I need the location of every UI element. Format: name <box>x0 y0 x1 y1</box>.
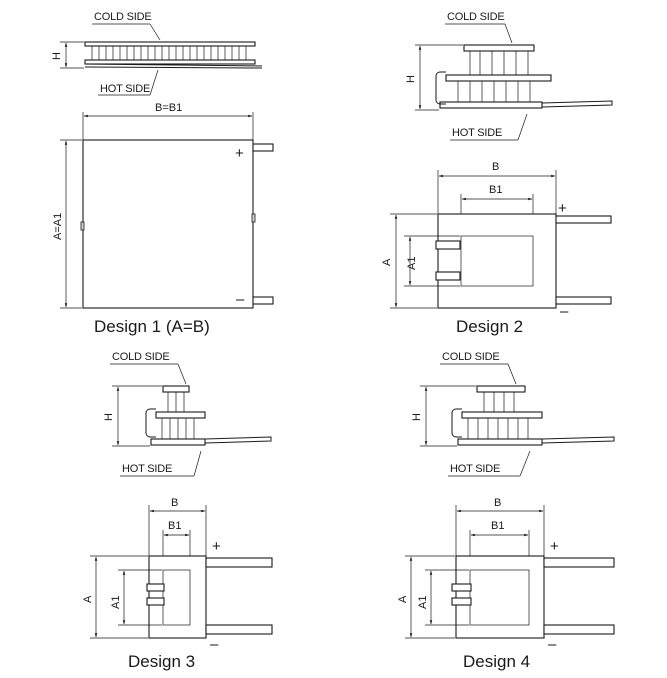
design4-h-label: H <box>411 413 423 421</box>
design3-hot-side-label: HOT SIDE <box>122 463 172 475</box>
design1-b-eq-b1-label: B=B1 <box>155 102 182 114</box>
design2-plus-sign: + <box>558 200 567 217</box>
design2-side-view: COLD SIDE H HOT SIDE <box>405 11 613 141</box>
design2-h-label: H <box>405 75 417 83</box>
design1-caption: Design 1 (A=B) <box>94 317 210 336</box>
design4-b-label: B <box>494 497 501 509</box>
design2-b-label: B <box>492 161 499 173</box>
design4-top-view: B B1 + – A A1 Design 4 <box>397 497 615 671</box>
design4-plus-sign: + <box>550 538 559 555</box>
design2-inner-plate <box>460 235 534 287</box>
design1-h-label: H <box>51 52 63 60</box>
design4-a1-label: A1 <box>417 596 429 609</box>
design3-h-label: H <box>103 413 115 421</box>
design3-b-label: B <box>171 497 178 509</box>
design3-cold-side-label: COLD SIDE <box>112 351 170 363</box>
design4-b1-label: B1 <box>491 520 504 532</box>
design2-outer-plate <box>437 213 557 309</box>
design4-caption: Design 4 <box>463 652 530 671</box>
design2-a-label: A <box>381 258 393 266</box>
design3-plus-sign: + <box>212 538 221 555</box>
design1-elements <box>91 46 247 60</box>
design4-cold-side-label: COLD SIDE <box>442 351 500 363</box>
design3-top-view: B B1 + – A A1 Design 3 <box>82 497 273 671</box>
design3-minus-sign: – <box>210 636 219 653</box>
design4-minus-sign: – <box>548 636 557 653</box>
design1-a-eq-a1-label: A=A1 <box>52 213 64 240</box>
design2-minus-sign: – <box>560 303 569 320</box>
design3-side-view: COLD SIDE H HOT SIDE <box>103 351 272 477</box>
design2-cold-side-label: COLD SIDE <box>447 11 505 23</box>
design2-top-view: B B1 + – A A1 Design 2 <box>381 161 612 336</box>
design1-top-view: B=B1 + – A=A1 Design 1 (A=B) <box>52 102 274 336</box>
design2-a1-label: A1 <box>406 257 418 270</box>
design1-module-body <box>82 139 254 309</box>
design3-a-label: A <box>82 595 94 603</box>
design1-hot-side-label: HOT SIDE <box>100 83 150 95</box>
design3-b1-label: B1 <box>168 520 181 532</box>
design3-a1-label: A1 <box>110 596 122 609</box>
design2-hot-side-label: HOT SIDE <box>452 127 502 139</box>
design3-outer-plate <box>148 555 207 639</box>
design1-side-view: COLD SIDE H HOT SIDE <box>51 11 263 96</box>
design1-minus-sign: – <box>236 291 245 308</box>
design1-cold-side-label: COLD SIDE <box>94 11 152 23</box>
design4-side-view: COLD SIDE H HOT SIDE <box>411 351 615 477</box>
design4-hot-side-label: HOT SIDE <box>450 463 500 475</box>
design2-b1-label: B1 <box>489 184 502 196</box>
design2-caption: Design 2 <box>456 317 523 336</box>
design3-caption: Design 3 <box>128 652 195 671</box>
design1-plus-sign: + <box>235 145 244 162</box>
design4-outer-plate <box>455 555 545 639</box>
design4-a-label: A <box>397 595 409 603</box>
